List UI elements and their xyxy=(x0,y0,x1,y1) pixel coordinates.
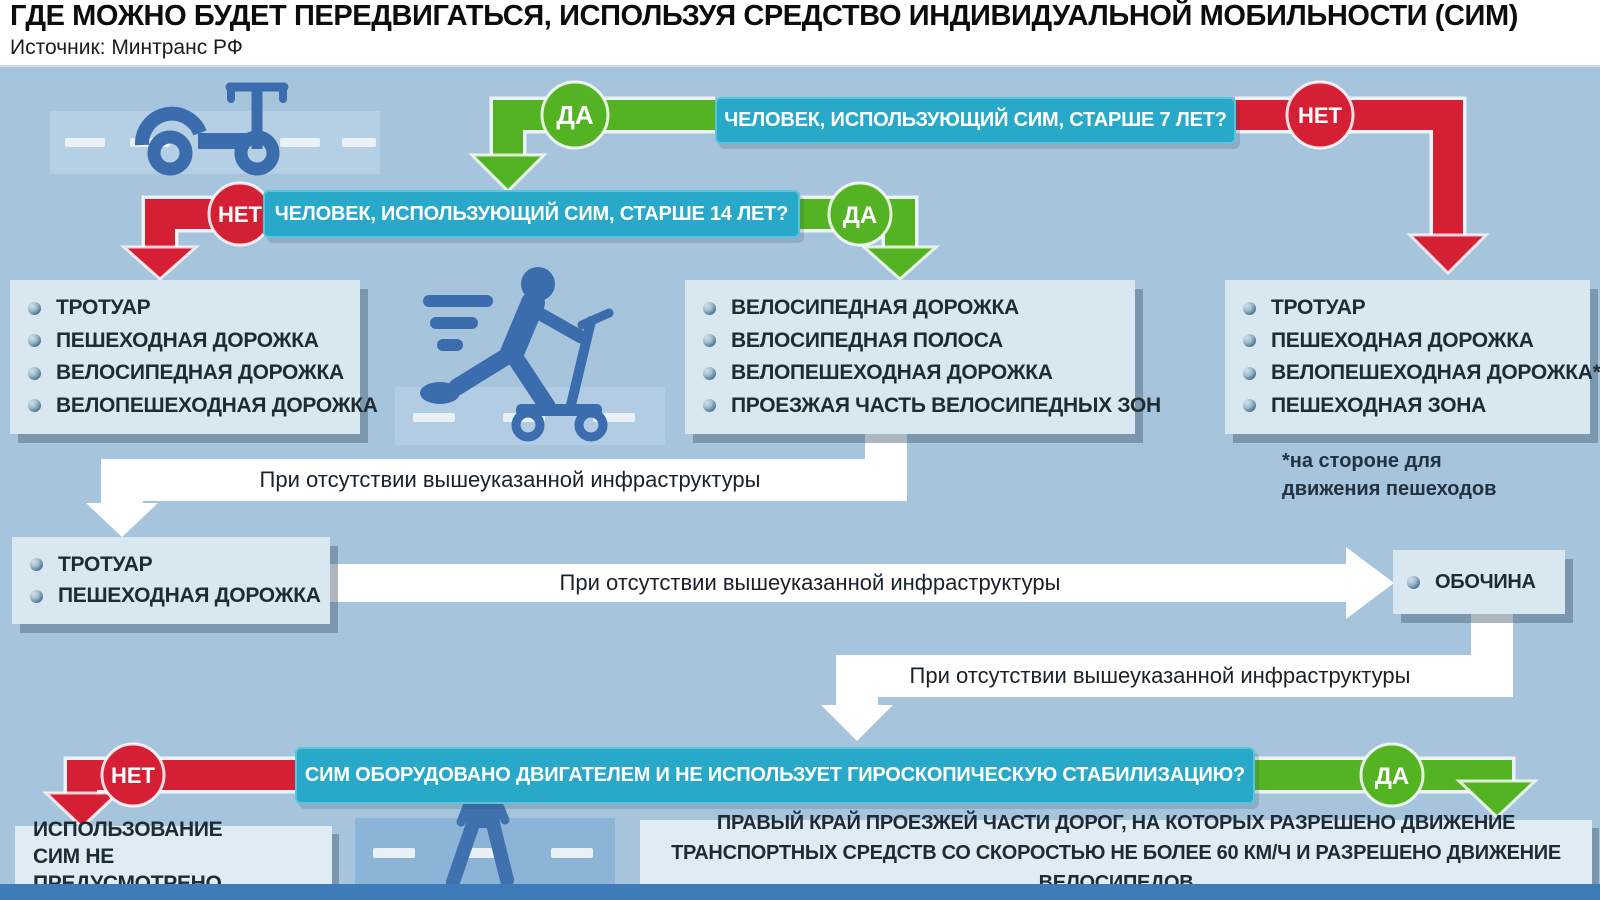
list-item-label: ВЕЛОПЕШЕХОДНАЯ ДОРОЖКА xyxy=(731,361,1053,385)
q2-yes-arrow: ДА xyxy=(800,181,940,282)
bullet-icon xyxy=(1243,366,1256,380)
list-item-label: ТРОТУАР xyxy=(56,296,151,320)
q2-no-arrow: НЕТ xyxy=(120,181,273,282)
bullet-icon xyxy=(28,301,41,315)
list-item-label: ПРОЕЗЖАЯ ЧАСТЬ ВЕЛОСИПЕДНЫХ ЗОН xyxy=(731,393,1161,417)
list-item: ОБОЧИНА xyxy=(1407,571,1551,594)
list-item-label: ТРОТУАР xyxy=(58,552,153,576)
question-motor-gyro-text: СИМ ОБОРУДОВАНО ДВИГАТЕЛЕМ И НЕ ИСПОЛЬЗУ… xyxy=(304,764,1246,786)
list-over-14: ВЕЛОСИПЕДНАЯ ДОРОЖКА ВЕЛОСИПЕДНАЯ ПОЛОСА… xyxy=(685,280,1161,434)
no-infra-caption-3: При отсутствии вышеуказанной инфраструкт… xyxy=(909,663,1411,688)
list-item-label: ВЕЛОПЕШЕХОДНАЯ ДОРОЖКА xyxy=(56,393,378,417)
q1-yes-label: ДА xyxy=(556,100,594,130)
q2-no-label: НЕТ xyxy=(218,202,263,227)
flow-connectors: ДА НЕТ НЕТ xyxy=(42,80,1539,830)
result-not-allowed: ИСПОЛЬЗОВАНИЕ СИМ НЕ ПРЕДУСМОТРЕНО xyxy=(15,818,332,895)
list-item: ТРОТУАР xyxy=(28,296,342,320)
list-item-label: ВЕЛОСИПЕДНАЯ ДОРОЖКА xyxy=(731,296,1019,320)
list-item: ВЕЛОПЕШЕХОДНАЯ ДОРОЖКА* xyxy=(1243,361,1600,385)
list-item: ВЕЛОСИПЕДНАЯ ДОРОЖКА xyxy=(28,361,344,385)
no-infra-caption-2: При отсутствии вышеуказанной инфраструкт… xyxy=(559,570,1061,595)
no-infra-arrow-2 xyxy=(330,547,1394,619)
pedestrian-crossing-icon xyxy=(355,760,615,885)
list-item: ВЕЛОСИПЕДНАЯ ПОЛОСА xyxy=(703,329,1117,353)
no-infra-caption-1: При отсутствии вышеуказанной инфраструкт… xyxy=(259,467,761,492)
list-item: ПЕШЕХОДНАЯ ДОРОЖКА xyxy=(28,329,342,353)
bullet-icon xyxy=(703,399,716,413)
list-item-label: ТРОТУАР xyxy=(1271,296,1366,320)
no-infra-arrow-3 xyxy=(821,614,1513,741)
q3-yes-arrow: ДА xyxy=(1255,742,1539,820)
question-age-over-7: ЧЕЛОВЕК, ИСПОЛЬЗУЮЩИЙ СИМ, СТАРШЕ 7 ЛЕТ? xyxy=(715,97,1236,144)
flowchart-panel: ДА НЕТ НЕТ xyxy=(0,65,1600,900)
list-item-label: ОБОЧИНА xyxy=(1435,570,1536,593)
list-item: ВЕЛОСИПЕДНАЯ ДОРОЖКА xyxy=(703,296,1117,320)
list-item-label: ВЕЛОСИПЕДНАЯ ПОЛОСА xyxy=(731,328,1003,352)
list-item: ПЕШЕХОДНАЯ ДОРОЖКА xyxy=(30,584,321,608)
scooter-on-road-icon xyxy=(50,82,380,176)
list-item: ВЕЛОПЕШЕХОДНАЯ ДОРОЖКА xyxy=(703,361,1117,385)
q2-yes-label: ДА xyxy=(843,202,877,229)
header: ГДЕ МОЖНО БУДЕТ ПЕРЕДВИГАТЬСЯ, ИСПОЛЬЗУЯ… xyxy=(10,0,1600,60)
list-item-label: ПЕШЕХОДНАЯ ДОРОЖКА xyxy=(58,584,321,608)
result-road-edge: ПРАВЫЙ КРАЙ ПРОЕЗЖЕЙ ЧАСТИ ДОРОГ, НА КОТ… xyxy=(640,812,1592,894)
bullet-icon xyxy=(703,301,716,315)
list-item-label: ПЕШЕХОДНАЯ ЗОНА xyxy=(1271,393,1486,417)
q1-no-label: НЕТ xyxy=(1298,103,1343,128)
bullet-icon xyxy=(30,589,43,603)
bullet-icon xyxy=(1243,301,1256,315)
bullet-icon xyxy=(1407,575,1420,589)
bullet-icon xyxy=(703,334,716,348)
q1-yes-arrow: ДА xyxy=(468,80,715,194)
list-item: ПЕШЕХОДНАЯ ЗОНА xyxy=(1243,394,1572,418)
q3-no-label: НЕТ xyxy=(111,763,156,788)
no-infra-arrow-1 xyxy=(86,419,907,537)
list-item-label: ВЕЛОСИПЕДНАЯ ДОРОЖКА xyxy=(56,361,344,385)
bullet-icon xyxy=(30,558,43,572)
question-motor-gyro: СИМ ОБОРУДОВАНО ДВИГАТЕЛЕМ И НЕ ИСПОЛЬЗУ… xyxy=(295,747,1255,804)
scooter-rider-icon xyxy=(395,267,665,445)
bullet-icon xyxy=(28,366,41,380)
question-age-over-7-text: ЧЕЛОВЕК, ИСПОЛЬЗУЮЩИЙ СИМ, СТАРШЕ 7 ЛЕТ? xyxy=(724,109,1227,131)
bottom-strip xyxy=(0,884,1600,900)
footnote-pedestrian-side: *на стороне для движения пешеходов xyxy=(1282,450,1497,500)
bullet-icon xyxy=(1243,334,1256,348)
list-fallback-sidewalk: ТРОТУАР ПЕШЕХОДНАЯ ДОРОЖКА xyxy=(12,537,330,624)
bullet-icon xyxy=(1243,399,1256,413)
list-item-label: ПЕШЕХОДНАЯ ДОРОЖКА xyxy=(1271,328,1534,352)
bullet-icon xyxy=(703,366,716,380)
bullet-icon xyxy=(28,399,41,413)
list-item: ПЕШЕХОДНАЯ ДОРОЖКА xyxy=(1243,329,1572,353)
q1-no-arrow: НЕТ xyxy=(1235,80,1490,276)
list-item-label: ВЕЛОПЕШЕХОДНАЯ ДОРОЖКА* xyxy=(1271,361,1600,385)
list-item: ТРОТУАР xyxy=(30,553,312,577)
list-roadside: ОБОЧИНА xyxy=(1393,550,1565,614)
q3-no-arrow: НЕТ xyxy=(42,742,295,830)
page-title: ГДЕ МОЖНО БУДЕТ ПЕРЕДВИГАТЬСЯ, ИСПОЛЬЗУЯ… xyxy=(10,0,1519,32)
q3-yes-label: ДА xyxy=(1375,763,1409,790)
list-item: ПРОЕЗЖАЯ ЧАСТЬ ВЕЛОСИПЕДНЫХ ЗОН xyxy=(703,394,1161,418)
list-item: ТРОТУАР xyxy=(1243,296,1572,320)
question-age-over-14: ЧЕЛОВЕК, ИСПОЛЬЗУЮЩИЙ СИМ, СТАРШЕ 14 ЛЕТ… xyxy=(263,190,800,238)
list-item-label: ПЕШЕХОДНАЯ ДОРОЖКА xyxy=(56,328,319,352)
list-item: ВЕЛОПЕШЕХОДНАЯ ДОРОЖКА xyxy=(28,394,378,418)
bullet-icon xyxy=(28,334,41,348)
list-under-14: ТРОТУАР ПЕШЕХОДНАЯ ДОРОЖКА ВЕЛОСИПЕДНАЯ … xyxy=(10,280,378,434)
question-age-over-14-text: ЧЕЛОВЕК, ИСПОЛЬЗУЮЩИЙ СИМ, СТАРШЕ 14 ЛЕТ… xyxy=(274,202,789,225)
source-caption: Источник: Минтранс РФ xyxy=(10,36,243,59)
list-under-7: ТРОТУАР ПЕШЕХОДНАЯ ДОРОЖКА ВЕЛОПЕШЕХОДНА… xyxy=(1225,280,1600,434)
